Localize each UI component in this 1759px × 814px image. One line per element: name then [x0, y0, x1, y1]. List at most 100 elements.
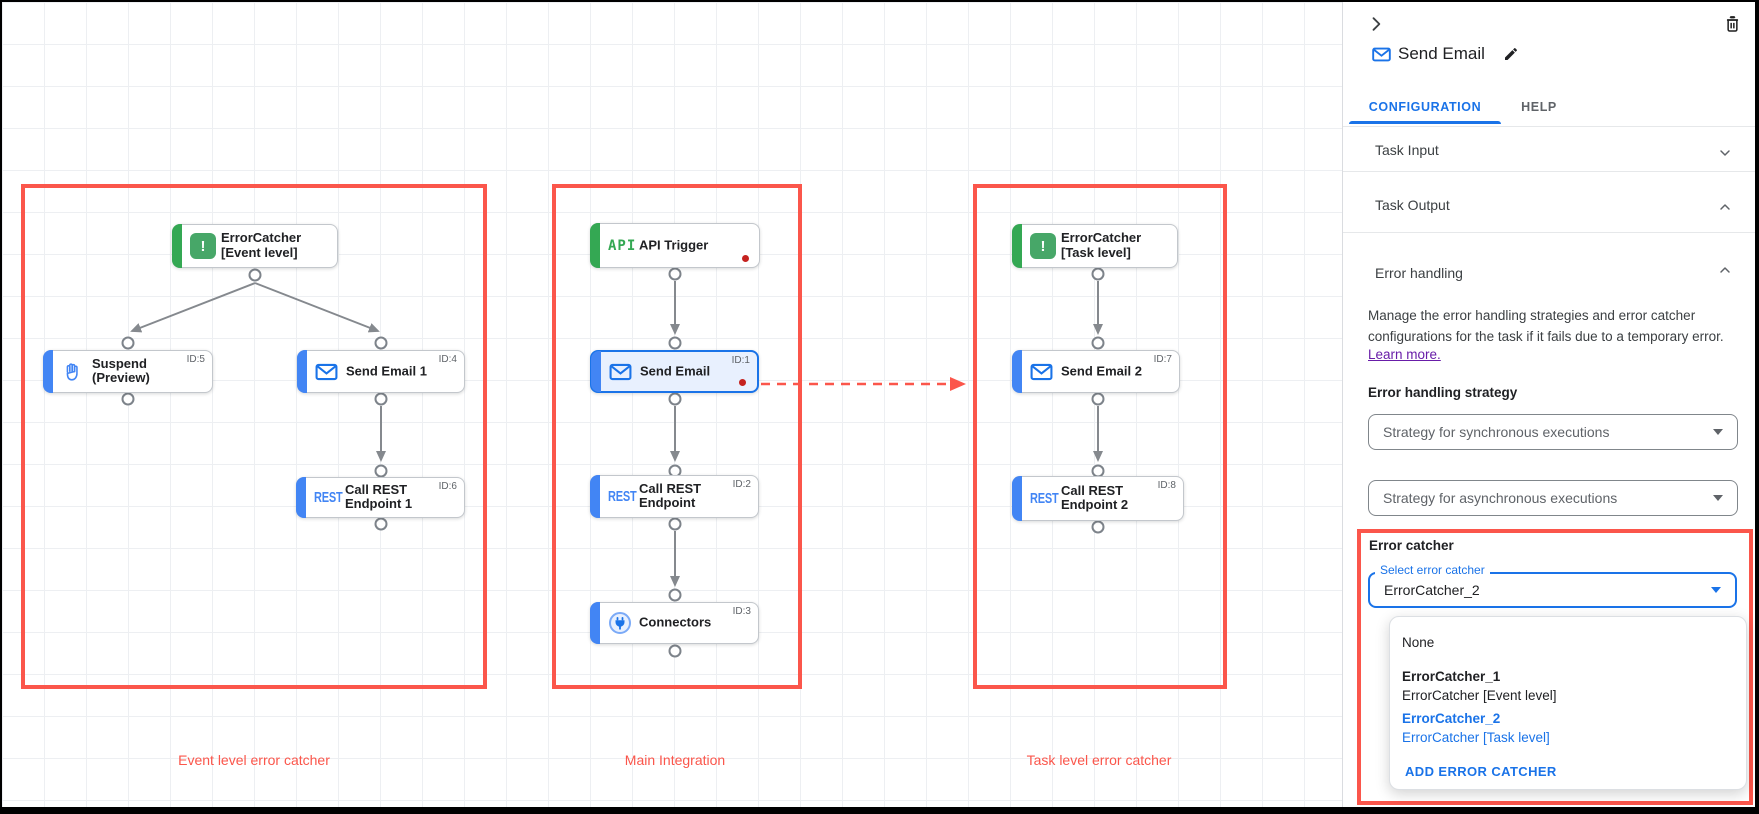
divider — [1343, 126, 1755, 127]
node-accent-bar — [43, 350, 53, 393]
main-integration-group-label: Main Integration — [624, 752, 726, 768]
node-accent-bar — [590, 475, 600, 518]
chevron-up-icon[interactable] — [1717, 262, 1733, 278]
node-label: ErrorCatcher[Event level] — [221, 230, 302, 260]
node-accent-bar — [172, 224, 182, 268]
rest-icon: REST — [1030, 490, 1059, 507]
option-name: ErrorCatcher_2 — [1402, 711, 1501, 726]
node-send-email-2[interactable]: Send Email 2 ID:7 — [1012, 350, 1180, 393]
menu-option-none[interactable]: None — [1402, 635, 1435, 650]
node-label: Send Email 2 — [1061, 363, 1142, 379]
learn-more-link[interactable]: Learn more. — [1368, 347, 1441, 362]
node-id-badge: ID:6 — [438, 481, 457, 492]
node-label: ErrorCatcher[Task level] — [1061, 230, 1142, 260]
tab-configuration[interactable]: CONFIGURATION — [1368, 100, 1482, 114]
collapse-panel-icon[interactable] — [1366, 14, 1386, 34]
node-label: Suspend(Preview) — [92, 355, 150, 386]
node-id-badge: ID:4 — [438, 354, 457, 365]
option-description: ErrorCatcher [Event level] — [1402, 688, 1557, 703]
node-accent-bar — [1012, 224, 1022, 268]
node-accent-bar — [590, 223, 600, 268]
divider — [1343, 232, 1755, 233]
connectors-icon — [608, 611, 632, 635]
main-integration-group-box — [552, 184, 802, 689]
dropdown-arrow-icon — [1713, 495, 1723, 501]
node-id-badge: ID:2 — [732, 479, 751, 490]
node-accent-bar — [590, 602, 600, 644]
integration-canvas[interactable]: Event level error catcher Main Integrati… — [2, 2, 1342, 807]
option-description: ErrorCatcher [Task level] — [1402, 730, 1550, 745]
error-catcher-icon: ! — [190, 233, 216, 259]
node-id-badge: ID:3 — [732, 606, 751, 617]
node-suspend[interactable]: Suspend(Preview) ID:5 — [43, 350, 213, 393]
menu-option-errorcatcher-1[interactable]: ErrorCatcher_1 ErrorCatcher [Event level… — [1402, 667, 1557, 705]
async-strategy-dropdown[interactable]: Strategy for asynchronous executions — [1368, 480, 1738, 516]
add-error-catcher-button[interactable]: ADD ERROR CATCHER — [1405, 764, 1557, 779]
error-catcher-menu: None ErrorCatcher_1 ErrorCatcher [Event … — [1389, 616, 1747, 790]
node-id-badge: ID:8 — [1157, 480, 1176, 491]
section-error-handling[interactable]: Error handling — [1375, 265, 1463, 281]
node-connectors[interactable]: Connectors ID:3 — [590, 602, 759, 644]
edit-title-icon[interactable] — [1503, 46, 1519, 62]
send-email-task-icon — [1372, 47, 1391, 62]
node-label: Send Email — [640, 363, 711, 379]
dropdown-arrow-icon — [1711, 587, 1721, 593]
hand-icon — [61, 361, 83, 383]
event-level-group-label: Event level error catcher — [178, 752, 330, 768]
node-accent-bar — [1012, 350, 1022, 393]
event-level-group-box — [21, 184, 487, 689]
node-errorcatcher-task[interactable]: ! ErrorCatcher[Task level] — [1012, 224, 1178, 268]
error-catcher-select[interactable]: ErrorCatcher_2 — [1368, 572, 1737, 608]
error-route-dot — [739, 379, 746, 386]
node-api-trigger[interactable]: API API Trigger — [590, 223, 760, 268]
delete-task-icon[interactable] — [1723, 14, 1742, 34]
rest-icon: REST — [608, 488, 637, 505]
node-send-email-1[interactable]: Send Email 1 ID:4 — [297, 350, 465, 393]
panel-tabs: CONFIGURATION HELP — [1343, 90, 1755, 124]
node-accent-bar — [297, 350, 307, 393]
panel-title: Send Email — [1398, 44, 1485, 63]
chevron-down-icon[interactable] — [1717, 145, 1733, 161]
menu-option-errorcatcher-2[interactable]: ErrorCatcher_2 ErrorCatcher [Task level] — [1402, 709, 1550, 747]
task-config-panel: Send Email CONFIGURATION HELP Task Input… — [1342, 2, 1755, 807]
option-name: ErrorCatcher_1 — [1402, 669, 1501, 684]
node-id-badge: ID:1 — [731, 355, 750, 366]
section-task-input[interactable]: Task Input — [1375, 142, 1439, 158]
task-level-group-label: Task level error catcher — [1026, 752, 1172, 768]
node-accent-bar — [591, 351, 601, 392]
section-task-output[interactable]: Task Output — [1375, 197, 1450, 213]
node-accent-bar — [1012, 476, 1022, 521]
error-catcher-highlight-box — [1357, 529, 1753, 805]
node-id-badge: ID:5 — [186, 354, 205, 365]
sync-strategy-dropdown[interactable]: Strategy for synchronous executions — [1368, 414, 1738, 450]
error-catcher-select-value: ErrorCatcher_2 — [1384, 582, 1480, 598]
node-label: API Trigger — [639, 237, 709, 253]
node-accent-bar — [296, 477, 306, 518]
divider — [1343, 171, 1755, 172]
chevron-up-icon[interactable] — [1717, 199, 1733, 215]
async-strategy-value: Strategy for asynchronous executions — [1383, 490, 1618, 506]
error-catcher-label: Error catcher — [1369, 538, 1454, 553]
dropdown-arrow-icon — [1713, 429, 1723, 435]
error-handling-description: Manage the error handling strategies and… — [1368, 308, 1724, 344]
api-trigger-icon: API — [608, 237, 637, 254]
node-send-email-selected[interactable]: Send Email ID:1 — [590, 350, 759, 393]
error-route-dot — [742, 255, 749, 262]
error-handling-strategy-label: Error handling strategy — [1368, 385, 1518, 400]
email-icon — [609, 363, 632, 380]
error-catcher-icon: ! — [1030, 233, 1056, 259]
tab-help[interactable]: HELP — [1521, 100, 1557, 114]
sync-strategy-value: Strategy for synchronous executions — [1383, 424, 1610, 440]
email-icon — [315, 363, 338, 380]
select-error-catcher-label: Select error catcher — [1375, 563, 1490, 577]
task-level-group-box — [973, 184, 1227, 689]
node-errorcatcher-event[interactable]: ! ErrorCatcher[Event level] — [172, 224, 338, 268]
